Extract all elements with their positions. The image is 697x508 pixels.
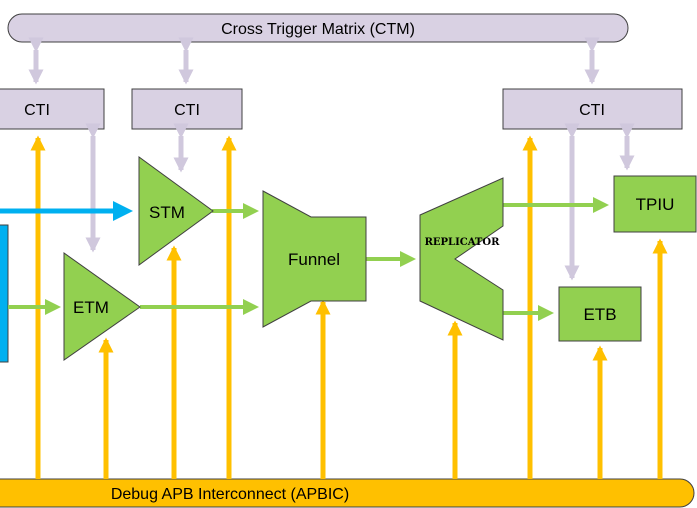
replicator-block: REPLICATOR [419,177,504,341]
apbic-label: Debug APB Interconnect (APBIC) [111,486,349,503]
tpiu-block: TPIU [613,175,697,233]
etm-label: ETM [73,298,109,317]
apbic-bar: Debug APB Interconnect (APBIC) [0,478,695,508]
stm-label: STM [149,203,185,222]
etm-block: ETM [63,252,141,361]
input-source-block [0,224,9,363]
funnel-block: Funnel [262,190,367,328]
cti-right-label: CTI [579,102,605,119]
tpiu-label: TPIU [636,195,675,214]
ctm-bar: Cross Trigger Matrix (CTM) [7,13,629,43]
cti-middle-label: CTI [174,102,200,119]
etb-block: ETB [558,286,642,342]
replicator-label: REPLICATOR [425,237,500,248]
stm-block: STM [138,156,214,266]
cti-middle: CTI [131,88,243,130]
cti-right: CTI [502,88,683,130]
ctm-label: Cross Trigger Matrix (CTM) [221,21,415,38]
funnel-label: Funnel [288,250,340,269]
cti-left-label: CTI [24,102,50,119]
ctm-cti-links [28,37,600,85]
trace-arrows [8,197,609,321]
etb-label: ETB [583,305,616,324]
input-source [0,201,133,363]
cti-left: CTI [0,88,105,130]
